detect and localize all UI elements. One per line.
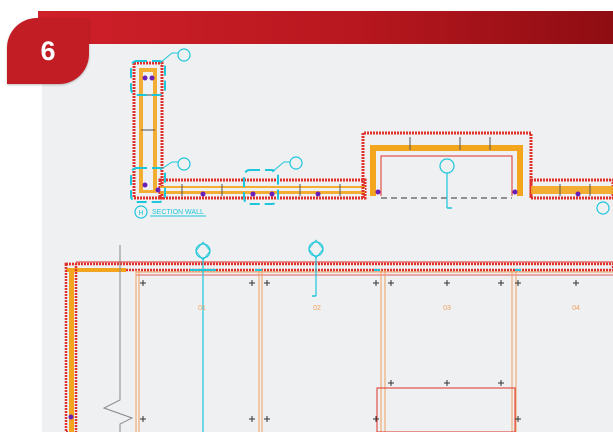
drawing-sheet (42, 44, 613, 432)
detail-callouts (130, 48, 610, 219)
bay-label: 04 (572, 305, 580, 312)
section-wall-label: SECTION WALL (152, 209, 204, 216)
bay-label: 02 (313, 305, 321, 312)
section-marker: H (138, 210, 143, 217)
bay-label: 03 (443, 305, 451, 312)
bay-label: 01 (198, 305, 206, 312)
top-wall-plan (132, 61, 613, 200)
bottom-plan (64, 239, 613, 432)
header-banner (38, 11, 613, 44)
step-number-badge: 6 (7, 18, 89, 84)
